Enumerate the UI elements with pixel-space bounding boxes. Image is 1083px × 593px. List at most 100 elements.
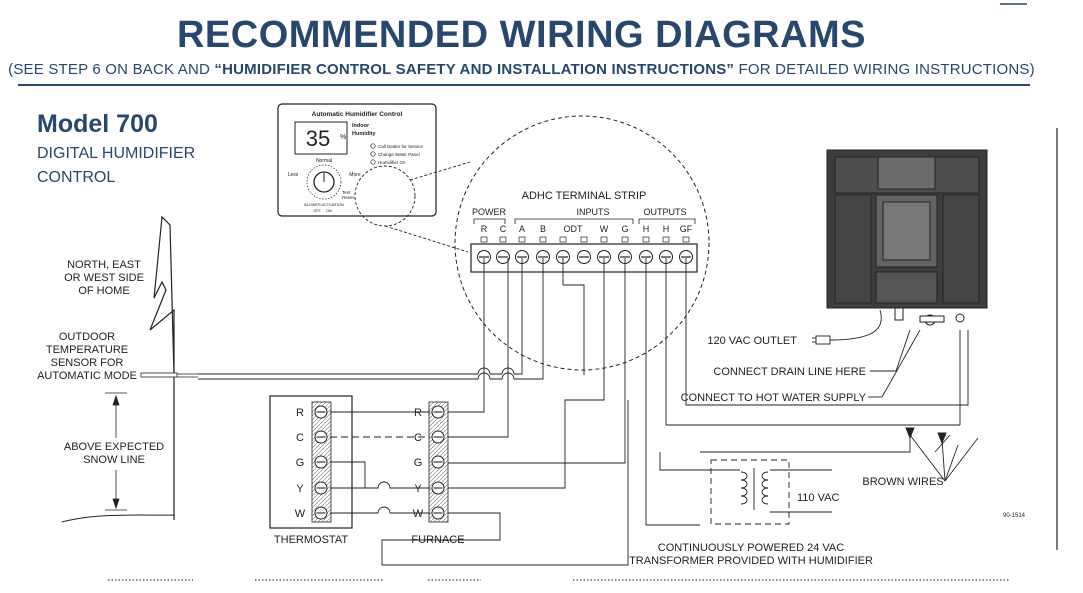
terminal-label-7: H — [643, 224, 650, 234]
house-wall — [61, 215, 176, 523]
brown-wires-label: BROWN WIRES — [862, 476, 943, 488]
page-title: RECOMMENDED WIRING DIAGRAMS — [176, 14, 867, 56]
model-name: Model 700 — [37, 110, 158, 138]
inputs-bracket — [514, 218, 634, 224]
terminal-slot-8 — [642, 236, 650, 243]
zoom-leader-2 — [409, 161, 471, 181]
header-rule — [18, 84, 1030, 86]
transformer-label-2: TRANSFORMER PROVIDED WITH HUMIDIFIER — [629, 555, 873, 567]
furnace-terminal-label-4: W — [413, 508, 424, 520]
sensor-label-4: AUTOMATIC MODE — [37, 370, 137, 382]
hot-water-label: CONNECT TO HOT WATER SUPPLY — [681, 392, 867, 404]
thermostat-terminal-label-3: Y — [296, 483, 304, 495]
terminal-slot-2 — [518, 236, 526, 243]
control-panel: Automatic Humidifier Control 35 % Indoor… — [277, 103, 471, 253]
power-bracket — [473, 218, 506, 224]
snow-line-arrow — [105, 392, 127, 511]
side-label-3: OF HOME — [78, 285, 129, 297]
zoom-leader-1 — [384, 225, 469, 253]
page-subtitle: (SEE STEP 6 ON BACK AND “HUMIDIFIER CONT… — [0, 61, 1043, 78]
terminal-slot-9 — [662, 236, 670, 243]
terminal-slot-3 — [539, 236, 547, 243]
blower-off-label: OFF — [313, 209, 321, 213]
wire-output-h2 — [665, 258, 960, 426]
led-water-panel-label: Change Water Panel — [378, 152, 420, 157]
wire-sensor-b — [198, 258, 544, 380]
terminal-label-6: G — [621, 224, 628, 234]
subtitle-bold: “HUMIDIFIER CONTROL SAFETY AND INSTALLAT… — [214, 61, 735, 78]
dial-more-label: More — [349, 172, 361, 178]
test-label: Test — [342, 190, 351, 195]
humidifier-unit — [826, 149, 988, 326]
group-power-label: POWER — [472, 207, 507, 217]
thermostat-terminal-label-4: W — [295, 508, 306, 520]
terminal-label-0: R — [481, 224, 488, 234]
sensor-label-1: OUTDOOR — [59, 331, 115, 343]
terminal-strip: ADHC TERMINAL STRIP POWER INPUTS OUTPUTS… — [470, 190, 698, 273]
model-line-1: DIGITAL HUMIDIFIER — [37, 145, 196, 162]
wire-input-g — [448, 258, 626, 464]
group-outputs-label: OUTPUTS — [643, 207, 686, 217]
wire-y-tstat-furnace — [330, 481, 430, 489]
left-side-labels: NORTH, EAST OR WEST SIDE OF HOME OUTDOOR… — [37, 259, 164, 466]
wire-transformer-2 — [700, 435, 911, 453]
thermostat-label: THERMOSTAT — [274, 534, 348, 546]
terminal-label-5: W — [600, 224, 609, 234]
humidity-readout: 35 — [306, 126, 330, 151]
led-water-panel — [370, 151, 376, 157]
furnace-terminal-label-1: C — [414, 432, 422, 444]
percent-sign: % — [340, 134, 346, 141]
terminal-label-4: ODT — [564, 224, 584, 234]
leader-lines — [868, 329, 979, 482]
transformer — [710, 459, 790, 525]
wire-output-gf — [685, 258, 969, 406]
wire-loop-bottom — [381, 400, 629, 566]
thermostat-terminal-label-1: C — [296, 432, 304, 444]
furnace-terminals: R C G Y W — [413, 405, 445, 520]
wires — [198, 258, 969, 566]
model-line-2: CONTROL — [37, 169, 116, 186]
thermostat-terminal-label-0: R — [296, 407, 304, 419]
reset-label: Reset — [342, 195, 355, 200]
dial-scale — [306, 164, 342, 200]
humidity-display — [294, 121, 348, 155]
wire-output-h1 — [645, 258, 700, 526]
wire-power-r — [448, 258, 485, 413]
terminal-label-8: H — [663, 224, 670, 234]
part-number: 90-1514 — [1003, 513, 1026, 519]
dial-normal-label: Normal — [316, 158, 332, 164]
terminal-slot-1 — [499, 236, 507, 243]
side-label-1: NORTH, EAST — [67, 259, 141, 271]
outlet-label: 120 VAC OUTLET — [707, 335, 797, 347]
drain-label: CONNECT DRAIN LINE HERE — [713, 366, 866, 378]
terminal-strip-title: ADHC TERMINAL STRIP — [522, 190, 647, 202]
subtitle-prefix: (SEE STEP 6 ON BACK AND — [8, 61, 215, 78]
side-label-2: OR WEST SIDE — [64, 272, 144, 284]
outputs-bracket — [638, 218, 696, 224]
vac110-label: 110 VAC — [797, 492, 839, 504]
ground-line — [61, 514, 176, 523]
indoor-label: Indoor — [352, 123, 370, 129]
terminal-slot-7 — [621, 236, 629, 243]
power-cord — [812, 309, 882, 345]
wire-transformer-1 — [659, 452, 740, 471]
wire-odt — [562, 258, 585, 375]
furnace-terminal-label-2: G — [414, 457, 423, 469]
furnace-terminal-label-3: Y — [414, 483, 422, 495]
terminal-slot-6 — [600, 236, 608, 243]
terminal-slot-0 — [480, 236, 488, 243]
blower-on-label: ON — [326, 209, 332, 213]
terminal-label-9: GF — [680, 224, 693, 234]
sensor-label-2: TEMPERATURE — [46, 344, 128, 356]
terminal-slot-10 — [682, 236, 690, 243]
led-service-label: Call Dealer for Service — [378, 144, 424, 149]
furnace-terminal-label-0: R — [414, 407, 422, 419]
blower-label: BLOWER ACTIVATION — [304, 203, 344, 207]
humidity-label: Humidity — [352, 131, 376, 137]
terminal-slot-4 — [559, 236, 567, 243]
